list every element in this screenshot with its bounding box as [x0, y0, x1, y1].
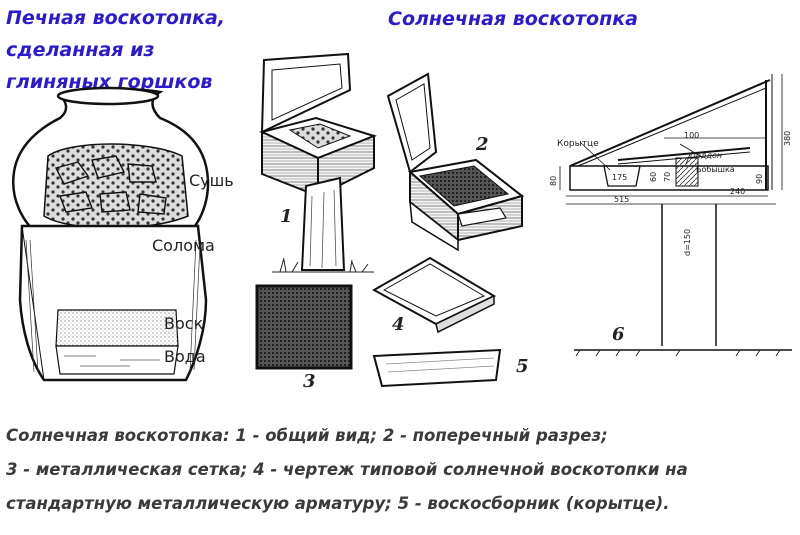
dim-380: 380 [783, 131, 792, 146]
dim-240: 240 [730, 187, 745, 196]
figure-number-5: 5 [516, 356, 529, 377]
caption-line2: 3 - металлическая сетка; 4 - чертеж типо… [6, 460, 688, 479]
label-wax: Воск [164, 314, 204, 333]
clay-pot-melter [11, 86, 210, 382]
figure-number-4: 4 [392, 314, 405, 335]
figure-number-1: 1 [280, 206, 293, 227]
technical-section-drawing [559, 74, 792, 357]
dim-90: 90 [755, 174, 764, 184]
figure-number-6: 6 [612, 324, 625, 345]
illustrations: Сушь Солома Воск Вода [11, 52, 792, 392]
figure-number-2: 2 [475, 134, 489, 155]
solar-melter-title: Солнечная воскотопка [388, 8, 638, 30]
caption-line3: стандартную металлическую арматуру; 5 - … [6, 494, 670, 513]
standard-tray-drawing [371, 256, 497, 334]
solar-melter-cross-section [386, 72, 525, 252]
dim-80: 80 [549, 176, 558, 186]
caption-line1: Солнечная воскотопка: 1 - общий вид; 2 -… [6, 426, 608, 445]
metal-mesh [255, 284, 353, 370]
label-water: Вода [164, 347, 206, 366]
label-dry: Сушь [189, 171, 234, 190]
dim-100: 100 [684, 131, 699, 140]
dim-515: 515 [614, 195, 629, 204]
dim-post-diameter: d=150 [683, 229, 692, 256]
pot-melter-title-line3: глиняных горшков [6, 71, 213, 93]
figure-caption: Солнечная воскотопка: 1 - общий вид; 2 -… [6, 419, 796, 521]
label-straw: Солома [152, 236, 215, 255]
figure-number-3: 3 [303, 371, 316, 392]
pot-melter-title-line2: сделанная из [6, 39, 155, 61]
pot-melter-title-line1: Печная воскотопка, [6, 7, 226, 29]
dim-175: 175 [612, 173, 627, 182]
dim-70: 70 [663, 172, 672, 182]
dim-60: 60 [649, 172, 658, 182]
pot-melter-title: Печная воскотопка, сделанная из глиняных… [6, 2, 266, 98]
solar-melter-general-view [259, 52, 378, 273]
label-trough: Корытце [557, 139, 599, 149]
label-block: Бобышка [696, 165, 735, 174]
label-tray: Поддон [690, 151, 722, 160]
wax-collector-trough [372, 348, 502, 388]
